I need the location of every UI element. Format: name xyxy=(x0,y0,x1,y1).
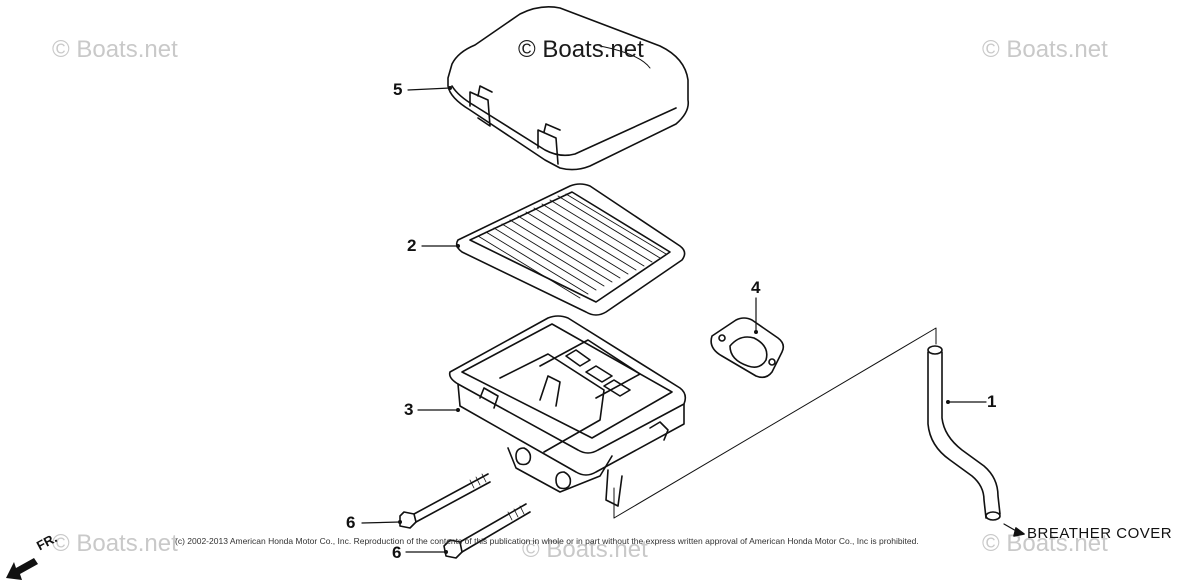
watermark-main: © Boats.net xyxy=(518,36,644,63)
callout-2: 2 xyxy=(407,236,417,255)
bolt-upper-part xyxy=(399,473,491,529)
callout-4: 4 xyxy=(751,278,761,297)
watermark-top-right: © Boats.net xyxy=(982,36,1108,63)
gasket-part xyxy=(710,317,785,379)
air-filter-element-part xyxy=(455,183,686,316)
air-cleaner-cover-part xyxy=(447,6,690,171)
callout-6-lower: 6 xyxy=(392,543,402,562)
bolt-lower-part xyxy=(443,503,531,559)
breather-arrow-icon xyxy=(1013,527,1025,537)
callout-3: 3 xyxy=(404,400,414,419)
callout-1: 1 xyxy=(987,392,997,411)
watermark-bottom-middle: © Boats.net xyxy=(522,536,648,563)
watermark-top-left: © Boats.net xyxy=(52,36,178,63)
watermark-bottom-right: © Boats.net xyxy=(982,530,1108,557)
callout-6-upper: 6 xyxy=(346,513,356,532)
leader-lines xyxy=(361,87,1019,553)
breather-cover-label: BREATHER COVER xyxy=(1027,525,1173,542)
front-direction-arrow-icon xyxy=(6,558,38,580)
air-cleaner-case-part xyxy=(448,315,687,507)
watermark-bottom-left: © Boats.net xyxy=(52,530,178,557)
callout-5: 5 xyxy=(393,80,403,99)
leader-dots xyxy=(398,86,950,554)
copyright-notice: (c) 2002-2013 American Honda Motor Co., … xyxy=(175,536,919,546)
breather-tube-part xyxy=(927,345,1001,521)
